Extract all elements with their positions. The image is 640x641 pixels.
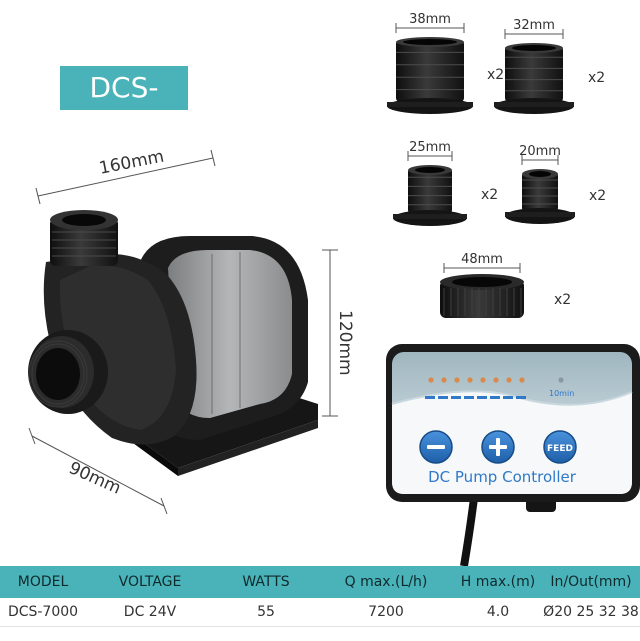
spec-header-inout: In/Out(mm)	[550, 574, 632, 590]
minus-icon	[427, 445, 445, 449]
spec-table-footer	[0, 626, 640, 641]
pump-image	[28, 210, 318, 476]
nut-qty-label: x2	[554, 292, 571, 308]
adapter-qty-label: x2	[481, 187, 498, 203]
feed-button[interactable]: FEED	[543, 430, 577, 464]
speed-led	[493, 377, 499, 383]
adapter-size-label: 20mm	[519, 144, 561, 159]
speed-led	[454, 377, 460, 383]
length-label: 160mm	[98, 147, 166, 179]
speed-bar	[451, 396, 461, 399]
speed-bar	[438, 396, 448, 399]
spec-table-header: MODEL VOLTAGE WATTS Q max.(L/h) H max.(m…	[0, 566, 640, 598]
timer-label: 10min	[549, 389, 574, 398]
spec-header-model: MODEL	[17, 574, 69, 590]
spec-header-qmax: Q max.(L/h)	[344, 574, 428, 590]
union-nut: 48mm x2	[440, 252, 571, 318]
spec-header-voltage: VOLTAGE	[118, 574, 182, 590]
spec-value-voltage: DC 24V	[123, 604, 177, 620]
spec-header-hmax: H max.(m)	[460, 574, 536, 590]
adapter-qty-label: x2	[589, 188, 606, 204]
controller-cable	[460, 497, 478, 566]
speed-level-bars	[425, 396, 526, 399]
depth-label: 90mm	[66, 458, 124, 499]
feed-button-label: FEED	[547, 444, 573, 454]
adapter-size-label: 38mm	[409, 12, 451, 27]
adapter-2: 32mm x2	[494, 18, 605, 114]
speed-led	[441, 377, 447, 383]
spec-header-watts: WATTS	[242, 574, 290, 590]
pump-controller-image: 10min FEED DC Pump Controller	[386, 344, 640, 566]
speed-bar	[464, 396, 474, 399]
dimension-length: 160mm	[35, 147, 216, 205]
speed-led-row	[428, 377, 525, 383]
speed-bar	[477, 396, 487, 399]
plus-icon	[489, 438, 507, 456]
product-scene: 160mm 120mm 90mm	[28, 12, 640, 566]
height-label: 120mm	[335, 310, 355, 376]
spec-value-hmax: 4.0	[486, 604, 510, 620]
adapter-size-label: 25mm	[409, 140, 451, 155]
speed-led	[506, 377, 512, 383]
timer-led	[558, 377, 564, 383]
nut-size-label: 48mm	[461, 252, 503, 267]
plus-button[interactable]	[481, 430, 515, 464]
adapter-1: 38mm x2	[387, 12, 504, 114]
dimension-height: 120mm	[322, 249, 355, 417]
accessory-group: 38mm x2 32mm x2 25mm x2 20mm x2 48mm x2	[387, 12, 606, 318]
speed-led	[467, 377, 473, 383]
speed-led	[428, 377, 434, 383]
speed-bar	[490, 396, 500, 399]
speed-bar	[503, 396, 513, 399]
adapter-3: 25mm x2	[393, 140, 498, 226]
spec-value-inout: Ø20 25 32 38	[543, 604, 639, 620]
spec-value-watts: 55	[257, 604, 275, 620]
minus-button[interactable]	[419, 430, 453, 464]
spec-value-qmax: 7200	[368, 604, 404, 620]
speed-led	[480, 377, 486, 383]
speed-bar	[516, 396, 526, 399]
adapter-4: 20mm x2	[505, 144, 606, 224]
speed-bar	[425, 396, 435, 399]
adapter-size-label: 32mm	[513, 18, 555, 33]
controller-title: DC Pump Controller	[428, 468, 577, 486]
adapter-qty-label: x2	[487, 67, 504, 83]
adapter-qty-label: x2	[588, 70, 605, 86]
spec-value-model: DCS-7000	[7, 604, 79, 620]
speed-led	[519, 377, 525, 383]
spec-table-row: DCS-7000 DC 24V 55 7200 4.0 Ø20 25 32 38	[0, 598, 640, 626]
model-badge: DCS-7000	[60, 66, 188, 148]
